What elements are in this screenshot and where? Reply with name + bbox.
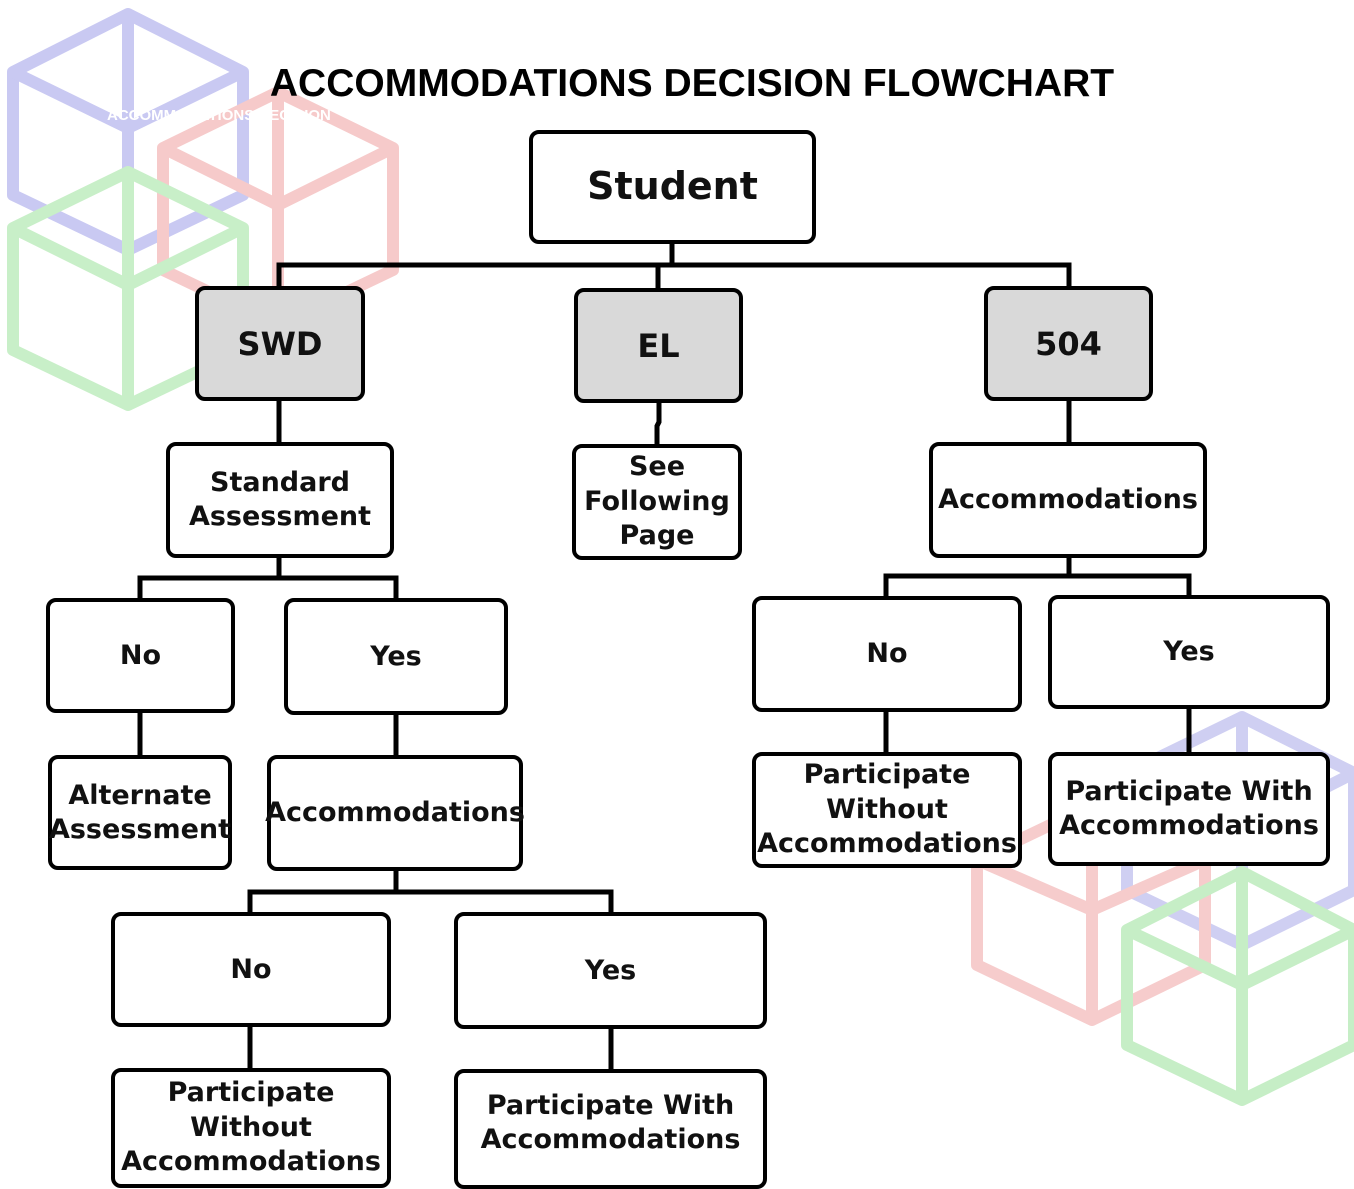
- connector-504-acc-branches: [883, 553, 1192, 601]
- node-504-participate-without: Participate Without Accommodations: [752, 752, 1022, 868]
- watermark-text: ACCOMMODATIONS DECISION: [107, 107, 331, 124]
- node-el: EL: [574, 288, 743, 403]
- node-swd-acc-no: No: [111, 912, 391, 1027]
- connector-swd-acc-branches: [247, 866, 614, 917]
- node-student: Student: [529, 130, 816, 244]
- node-504-accommodations: Accommodations: [929, 442, 1207, 558]
- green-cube-bottom-right: [1121, 866, 1354, 1106]
- node-swd-accommodations: Accommodations: [265, 755, 525, 871]
- node-swd-acc-yes: Yes: [454, 912, 767, 1029]
- node-504: 504: [984, 286, 1153, 401]
- connector-student-branches: [276, 239, 1072, 293]
- node-swd-yes: Yes: [284, 598, 508, 715]
- node-504-no: No: [752, 596, 1022, 712]
- node-swd: SWD: [195, 286, 365, 401]
- node-see-following-page: See Following Page: [572, 444, 742, 560]
- node-504-participate-with: Participate With Accommodations: [1048, 752, 1330, 866]
- node-alternate-assessment: Alternate Assessment: [48, 755, 232, 870]
- node-standard-assessment: Standard Assessment: [166, 442, 394, 558]
- node-504-yes: Yes: [1048, 595, 1330, 709]
- node-swd-no: No: [46, 598, 235, 713]
- page-title: ACCOMMODATIONS DECISION FLOWCHART: [269, 62, 1115, 105]
- node-swd-participate-with: Participate With Accommodations: [454, 1069, 767, 1189]
- connector-standard-branches: [137, 553, 399, 603]
- connector-el-see-page: [654, 399, 662, 449]
- node-swd-participate-without: Participate Without Accommodations: [111, 1068, 391, 1188]
